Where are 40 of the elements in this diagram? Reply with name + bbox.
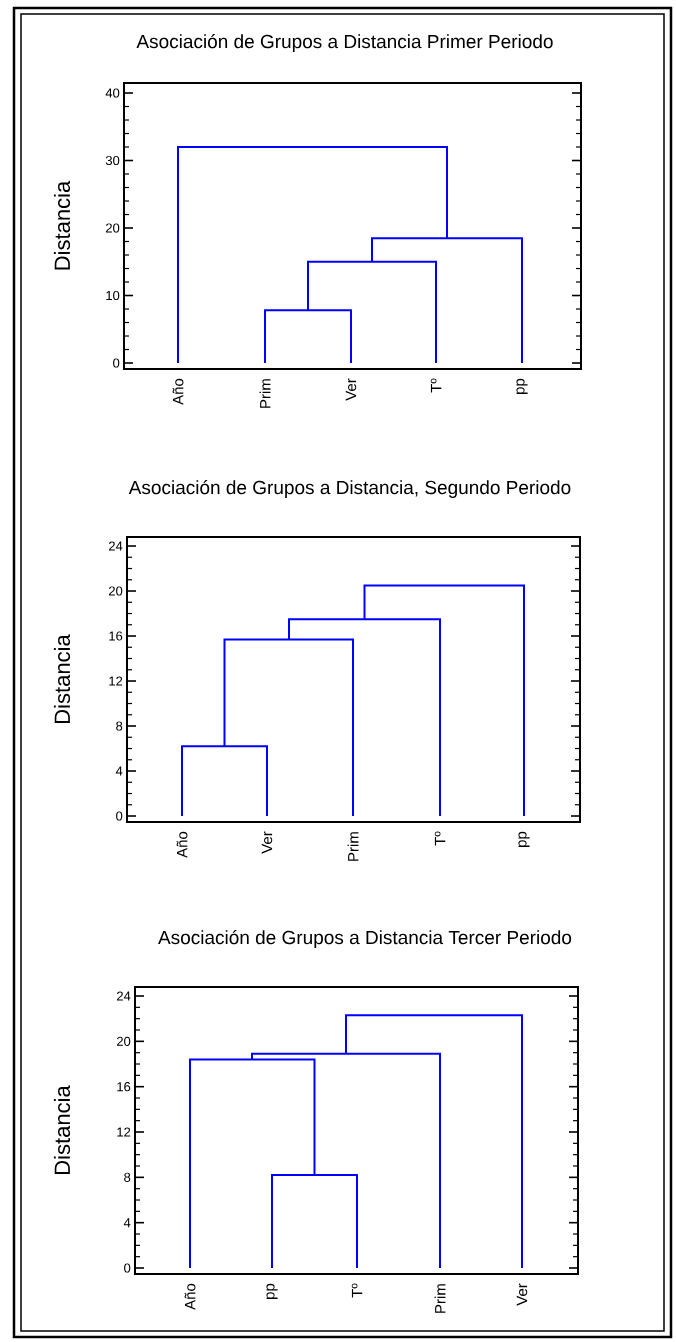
leaf-label: pp	[516, 378, 528, 394]
tick-label: 20	[106, 223, 120, 233]
leaf-label: Año	[176, 831, 188, 858]
chart-title: Asociación de Grupos a Distancia Primer Periodo	[136, 34, 553, 52]
tick-label: 16	[109, 631, 123, 641]
chart-title: Asociación de Grupos a Distancia, Segundo Periodo	[128, 480, 571, 498]
chart-title: Asociación de Grupos a Distancia Tercer Periodo	[158, 930, 572, 948]
axis-title: Distancia	[53, 1085, 71, 1174]
leaf-label: Tº	[430, 378, 442, 393]
leaf-label: Tº	[434, 831, 446, 846]
tick-label: 0	[116, 811, 123, 821]
tick-label: 24	[117, 991, 131, 1001]
leaf-label: Prim	[259, 379, 271, 408]
tick-label: 8	[116, 721, 123, 731]
leaf-label: Prim	[347, 832, 359, 861]
leaf-label: Ver	[516, 1283, 528, 1306]
tick-label: 10	[106, 290, 120, 301]
tick-label: 12	[109, 676, 123, 686]
axis-title: Distancia	[53, 634, 71, 723]
leaf-label: pp	[518, 831, 530, 847]
leaf-label: Ver	[345, 378, 357, 401]
tick-label: 24	[109, 541, 123, 551]
tick-label: 0	[113, 358, 120, 368]
leaf-label: pp	[266, 1283, 278, 1299]
axis-title: Distancia	[53, 180, 71, 270]
leaf-label: Tº	[351, 1283, 363, 1298]
leaf-label: Año	[184, 1283, 196, 1310]
tick-label: 8	[124, 1172, 131, 1182]
tick-label: 0	[124, 1263, 131, 1273]
tick-label: 4	[123, 1218, 131, 1228]
tick-label: 16	[117, 1082, 131, 1092]
tick-label: 20	[109, 586, 123, 596]
leaf-label: Año	[172, 378, 184, 405]
tick-label: 40	[105, 88, 120, 98]
leaf-label: Prim	[434, 1284, 446, 1313]
tick-label: 30	[105, 155, 120, 166]
tick-label: 20	[117, 1036, 131, 1046]
tick-label: 12	[117, 1127, 131, 1137]
leaf-label: Ver	[261, 831, 273, 854]
tick-label: 4	[115, 766, 123, 776]
